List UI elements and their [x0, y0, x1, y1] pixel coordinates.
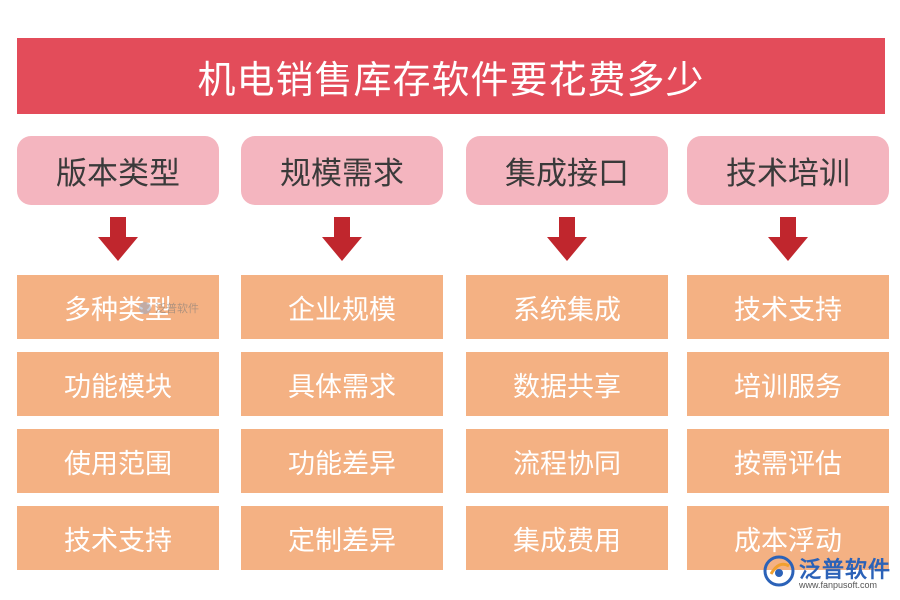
item-box: 功能模块: [17, 352, 219, 416]
item-label: 具体需求: [288, 371, 396, 403]
logo-name: 泛普软件: [799, 558, 892, 583]
item-box: 按需评估: [687, 429, 889, 493]
category-box: 技术培训: [687, 136, 889, 205]
item-label: 企业规模: [288, 294, 396, 326]
logo-icon: [763, 555, 795, 587]
logo-icon: [139, 302, 151, 314]
item-box: 培训服务: [687, 352, 889, 416]
category-label: 技术培训: [726, 156, 850, 192]
watermark: 泛普软件: [138, 300, 199, 316]
item-label: 定制差异: [288, 525, 396, 557]
page-title: 机电销售库存软件要花费多少: [197, 57, 705, 102]
item-box: 技术支持: [687, 275, 889, 339]
item-label: 按需评估: [734, 448, 842, 480]
item-label: 多种类型: [64, 294, 172, 326]
category-label: 集成接口: [505, 156, 629, 192]
item-box: 技术支持: [17, 506, 219, 570]
watermark-text: 泛普软件: [155, 303, 199, 315]
category-label: 规模需求: [280, 156, 404, 192]
arrow-down-icon: [98, 217, 138, 261]
item-label: 数据共享: [513, 371, 621, 403]
item-box: 定制差异: [241, 506, 443, 570]
brand-logo: 泛普软件 www.fanpusoft.com: [763, 550, 893, 594]
logo-url: www.fanpusoft.com: [799, 580, 878, 590]
item-label: 成本浮动: [734, 525, 842, 557]
title-banner: 机电销售库存软件要花费多少: [17, 38, 885, 114]
category-box: 版本类型: [17, 136, 219, 205]
item-box: 具体需求: [241, 352, 443, 416]
item-label: 技术支持: [734, 294, 842, 326]
item-label: 流程协同: [513, 448, 621, 480]
item-box: 功能差异: [241, 429, 443, 493]
category-box: 集成接口: [466, 136, 668, 205]
item-label: 系统集成: [513, 294, 621, 326]
category-box: 规模需求: [241, 136, 443, 205]
category-label: 版本类型: [56, 156, 180, 192]
item-label: 技术支持: [64, 525, 172, 557]
item-box: 系统集成: [466, 275, 668, 339]
item-label: 培训服务: [734, 371, 842, 403]
item-label: 集成费用: [513, 525, 621, 557]
arrow-down-icon: [768, 217, 808, 261]
item-label: 功能差异: [288, 448, 396, 480]
item-box: 数据共享: [466, 352, 668, 416]
item-box: 集成费用: [466, 506, 668, 570]
item-box: 使用范围: [17, 429, 219, 493]
item-box: 多种类型: [17, 275, 219, 339]
arrow-down-icon: [322, 217, 362, 261]
item-label: 功能模块: [64, 371, 172, 403]
item-box: 流程协同: [466, 429, 668, 493]
item-label: 使用范围: [64, 448, 172, 480]
item-box: 企业规模: [241, 275, 443, 339]
arrow-down-icon: [547, 217, 587, 261]
